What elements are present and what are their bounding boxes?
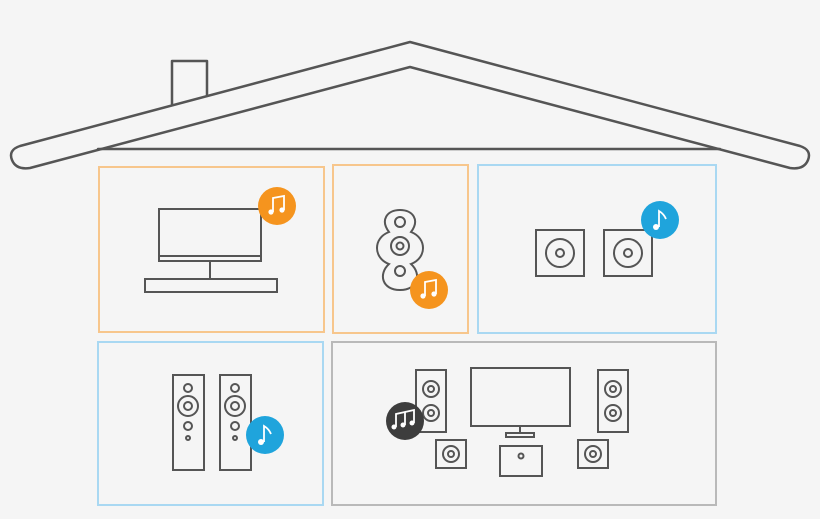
chimney [170, 59, 209, 106]
music-note-icon [258, 187, 296, 225]
floorstanding-speaker-icon [172, 374, 205, 471]
tv-icon [470, 367, 571, 438]
soundbar-icon [144, 278, 278, 293]
roof-outline [9, 40, 811, 170]
home-theater-room [331, 341, 717, 506]
music-note-icon [246, 416, 284, 454]
surround-speaker-icon [435, 439, 467, 469]
music-note-icon [641, 201, 679, 239]
bookshelf-speaker-icon [603, 229, 653, 277]
floorstanding-speaker-icon [219, 374, 252, 471]
stacked-speaker-room [332, 164, 469, 334]
bookshelf-speaker-icon [535, 229, 585, 277]
tv-soundbar-room [98, 166, 325, 333]
tower-speaker-icon [415, 369, 447, 433]
center-speaker-icon [499, 445, 543, 477]
music-note-icon [410, 271, 448, 309]
house-roof [9, 40, 811, 170]
tower-speaker-icon [597, 369, 629, 433]
floorstanding-speakers-room [97, 341, 324, 506]
music-notes-icon [386, 402, 424, 440]
bookshelf-speakers-room [477, 164, 717, 334]
surround-speaker-icon [577, 439, 609, 469]
stacked-speaker-icon [376, 208, 424, 292]
tv-icon [158, 208, 262, 279]
